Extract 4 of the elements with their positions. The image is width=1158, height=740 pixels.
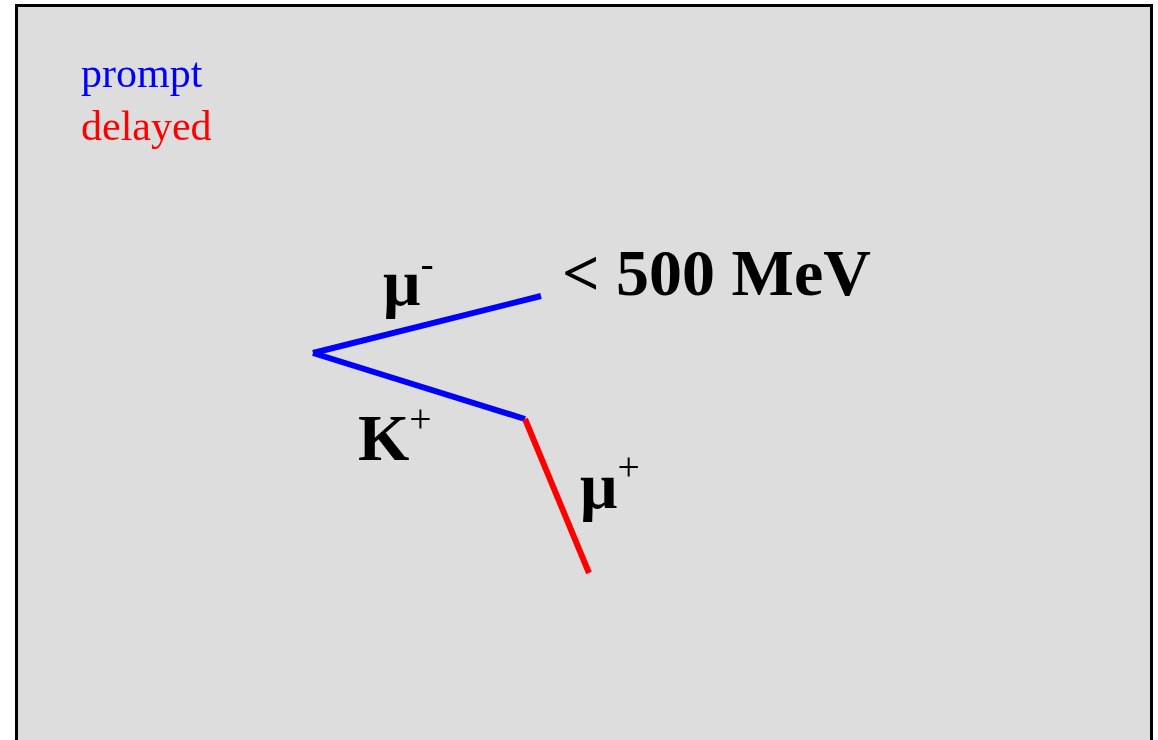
particle-label: K$^{+}$	[358, 400, 432, 471]
energy-label: < 500 MeV	[562, 240, 871, 306]
legend-text: delayed	[81, 105, 212, 147]
legend-text: prompt	[81, 52, 203, 94]
